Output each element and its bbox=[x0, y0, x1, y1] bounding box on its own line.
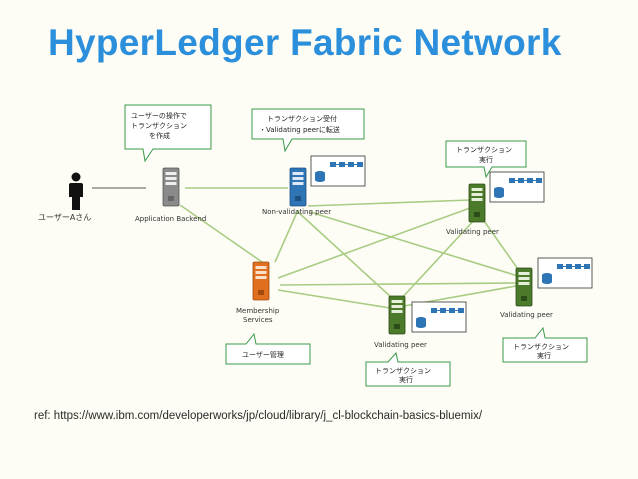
server-icon bbox=[252, 261, 270, 301]
callout-peer-right: トランザクション 実行 bbox=[502, 326, 588, 363]
callout-line: 実行 bbox=[537, 351, 551, 360]
link-membership-peer1 bbox=[277, 207, 471, 279]
callout-line: トランザクション bbox=[375, 367, 431, 375]
callout-line: ・Validating peerに転送 bbox=[259, 125, 340, 134]
page-title: HyperLedger Fabric Network bbox=[48, 22, 562, 63]
validating-peer-label: Validating peer bbox=[374, 341, 427, 349]
membership-label-line1: Membership bbox=[236, 307, 280, 315]
callout-line: トランザクション bbox=[513, 343, 569, 351]
link-nonvalidating-membership bbox=[274, 209, 299, 263]
link-membership-peer3 bbox=[279, 282, 517, 286]
database-icon bbox=[416, 317, 426, 328]
link-membership-peer2 bbox=[277, 289, 391, 309]
network-links bbox=[179, 187, 521, 309]
callout-non-validating-peer: トランザクション受付 ・Validating peerに転送 bbox=[251, 108, 365, 153]
callout-membership: ユーザー管理 bbox=[225, 332, 311, 365]
link-peer1-peer2 bbox=[399, 217, 477, 301]
callout-line: トランザクション受付 bbox=[267, 114, 337, 123]
link-backend-membership bbox=[179, 204, 263, 263]
callout-line: ユーザーの操作で bbox=[131, 111, 187, 120]
server-icon bbox=[289, 167, 307, 207]
database-icon bbox=[542, 273, 552, 284]
callout-line: 実行 bbox=[399, 375, 413, 384]
blockchain-icon bbox=[489, 171, 545, 203]
callout-app-backend: ユーザーの操作で トランザクション を作成 bbox=[124, 104, 212, 163]
person-icon bbox=[69, 172, 83, 210]
server-icon bbox=[468, 183, 486, 223]
callout-line: を作成 bbox=[149, 131, 170, 140]
database-icon bbox=[315, 171, 325, 182]
validating-peer-label: Validating peer bbox=[446, 228, 499, 236]
blockchain-icon bbox=[411, 301, 467, 333]
callout-line: トランザクション bbox=[456, 146, 512, 154]
link-nonvalidating-peer1 bbox=[307, 199, 471, 207]
database-icon bbox=[494, 187, 504, 198]
callout-line: トランザクション bbox=[131, 122, 187, 130]
callout-line: ユーザー管理 bbox=[242, 350, 284, 359]
callout-peer-top-right: トランザクション 実行 bbox=[445, 140, 527, 179]
blockchain-icon bbox=[537, 257, 593, 289]
server-icon bbox=[388, 295, 406, 335]
server-icon bbox=[162, 167, 180, 207]
app-backend-label: Application Backend bbox=[135, 215, 206, 223]
membership-label-line2: Services bbox=[243, 316, 273, 324]
callout-peer-bottom: トランザクション 実行 bbox=[365, 351, 451, 387]
reference-link[interactable]: ref: https://www.ibm.com/developerworks/… bbox=[34, 410, 483, 422]
link-peer1-peer3 bbox=[481, 217, 521, 273]
validating-peer-label: Validating peer bbox=[500, 311, 553, 319]
callout-line: 実行 bbox=[479, 155, 493, 164]
blockchain-icon bbox=[310, 155, 366, 187]
server-icon bbox=[515, 267, 533, 307]
link-nonvalidating-peer3 bbox=[309, 211, 519, 277]
user-label: ユーザーAさん bbox=[38, 213, 91, 222]
non-validating-peer-label: Non-validating peer bbox=[262, 208, 331, 216]
